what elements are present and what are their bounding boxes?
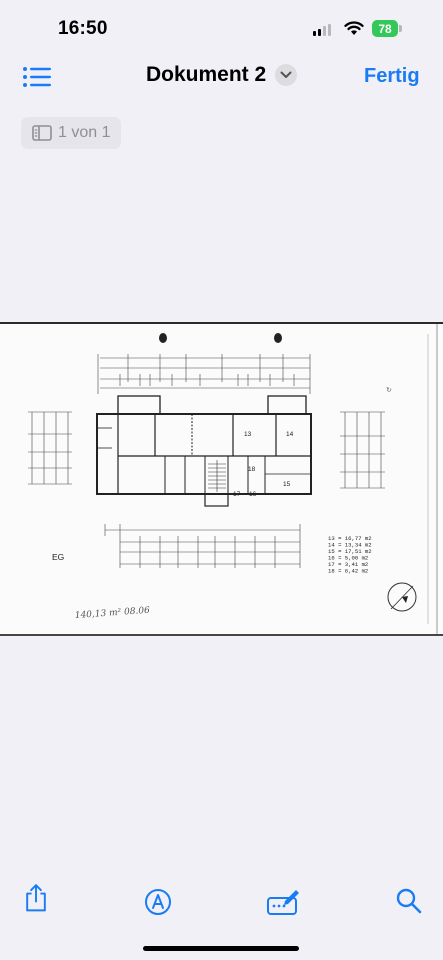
scanned-document-page[interactable]: 13 14 18 17 16 15 13 = 16,77 m2 14 = 13,…: [0, 322, 443, 636]
floor-plan-walls: [96, 395, 312, 507]
done-button[interactable]: Fertig: [364, 65, 420, 87]
wifi-icon: [344, 21, 364, 35]
right-dimensions: [340, 411, 385, 489]
page-indicator[interactable]: 1 von 1: [21, 117, 121, 149]
left-dimensions: [28, 411, 72, 485]
punch-hole: [274, 333, 282, 343]
room-number: 13: [244, 431, 252, 438]
chevron-down-icon[interactable]: [275, 64, 298, 86]
list-icon[interactable]: [22, 64, 52, 90]
status-time: 16:50: [58, 18, 108, 39]
battery-indicator: 78: [372, 20, 398, 37]
floor-label: EG: [52, 552, 64, 562]
svg-text:↻: ↻: [386, 386, 392, 394]
search-icon[interactable]: [395, 887, 423, 915]
area-entry: 18 = 6,42 m2: [328, 568, 368, 575]
area-entry: 15 = 17,51 m2: [328, 548, 372, 555]
handwritten-note: 140,13 m² 08.06: [75, 606, 151, 621]
area-entry: 16 = 5,00 m2: [328, 555, 368, 562]
area-list: 13 = 16,77 m2 14 = 13,34 m2 15 = 17,51 m…: [328, 535, 372, 575]
markup-icon[interactable]: [143, 887, 173, 917]
top-dimensions: [97, 354, 311, 394]
home-indicator[interactable]: [143, 946, 299, 951]
cellular-signal-icon: [313, 24, 331, 36]
status-bar: 16:50 78: [0, 0, 443, 54]
staircase: [208, 460, 226, 492]
share-icon[interactable]: [21, 883, 51, 913]
document-title: Dokument 2: [146, 63, 267, 86]
room-number: 14: [286, 431, 294, 438]
battery-cap: [399, 25, 402, 32]
bottom-toolbar: [0, 880, 443, 926]
room-number: 16: [249, 491, 257, 498]
floor-plan-drawing: 13 14 18 17 16 15 13 = 16,77 m2 14 = 13,…: [28, 324, 438, 634]
area-entry: 14 = 13,34 m2: [328, 542, 372, 549]
page-indicator-label: 1 von 1: [58, 124, 111, 141]
area-entry: 13 = 16,77 m2: [328, 535, 372, 542]
punch-hole: [159, 333, 167, 343]
document-title-menu[interactable]: Dokument 2: [146, 63, 298, 87]
battery-level: 78: [378, 21, 392, 36]
bottom-dimensions: [104, 524, 301, 568]
signature-icon[interactable]: [266, 888, 300, 918]
area-entry: 17 = 3,41 m2: [328, 561, 368, 568]
room-number: 17: [233, 491, 241, 498]
room-number: 18: [248, 466, 256, 473]
north-arrow-icon: [387, 582, 417, 612]
sidebar-icon: [32, 125, 52, 141]
room-number: 15: [283, 481, 291, 488]
